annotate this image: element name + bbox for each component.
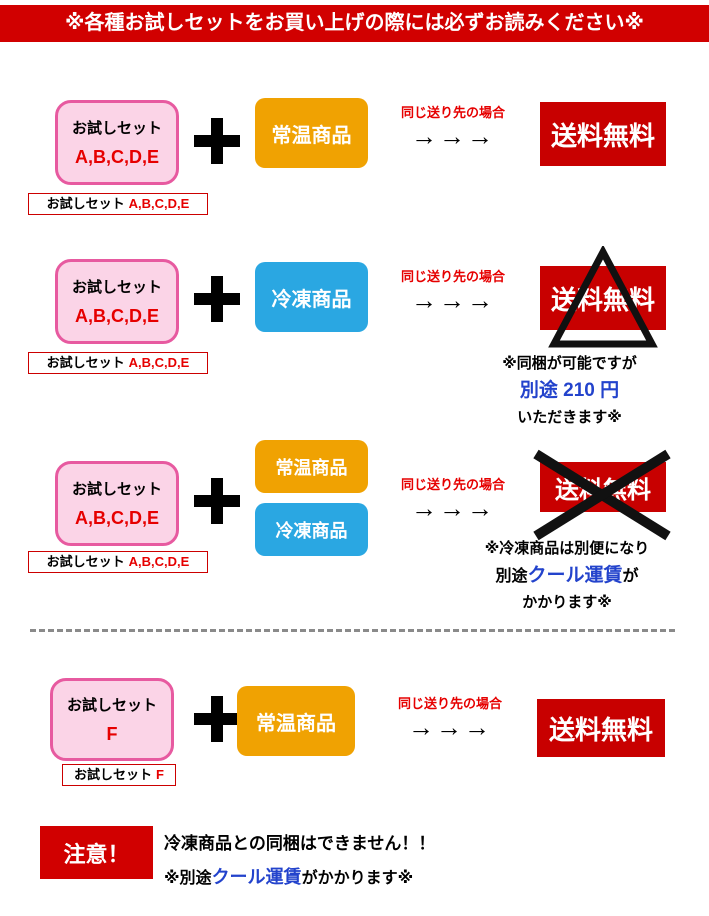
free-shipping-box: 送料無料: [540, 102, 666, 166]
same-destination-note: 同じ送り先の場合 →→→: [378, 102, 528, 149]
same-destination-note: 同じ送り先の場合 →→→: [375, 693, 525, 740]
same-destination-label: 同じ送り先の場合: [400, 269, 505, 284]
note-line: ※同梱が可能ですが: [502, 355, 637, 372]
normal-product-box: 常温商品: [255, 440, 368, 493]
cool-freight-label: クール運賃: [527, 564, 623, 586]
frozen-product-box: 冷凍商品: [255, 503, 368, 556]
trial-set-box-abcde: お試しセット A,B,C,D,E: [55, 259, 179, 344]
footer-note-line2: ※別途クール運賃がかかります※: [164, 867, 414, 887]
free-shipping-box: 送料無料: [540, 266, 666, 330]
plus-icon: [194, 478, 240, 524]
caption-label: お試しセット: [74, 767, 153, 782]
page-header: ※各種お試しセットをお買い上げの際には必ずお読みください※: [0, 5, 709, 42]
caption-code: A,B,C,D,E: [128, 355, 190, 370]
caption-label: お試しセット: [46, 355, 125, 370]
same-destination-label: 同じ送り先の場合: [397, 696, 502, 711]
dashed-divider: [30, 629, 675, 632]
plus-icon: [194, 696, 240, 742]
trial-set-name: お試しセット: [71, 279, 162, 296]
cross-out-icon: [533, 449, 671, 541]
cool-freight-label: クール運賃: [211, 867, 302, 887]
trial-set-box-abcde: お試しセット A,B,C,D,E: [55, 461, 179, 546]
trial-set-name: お試しセット: [71, 120, 162, 137]
free-shipping-box: 送料無料: [537, 699, 665, 757]
same-destination-label: 同じ送り先の場合: [400, 477, 505, 492]
normal-product-box: 常温商品: [237, 686, 355, 756]
trial-set-name: お試しセット: [66, 697, 157, 714]
cool-freight-note: ※冷凍商品は別便になり 別途クール運賃が かかります※: [447, 536, 687, 616]
trial-set-code: F: [106, 724, 118, 744]
caption-label: お試しセット: [46, 554, 125, 569]
warning-box: 注意！: [40, 826, 153, 879]
arrows-icon: →→→: [411, 121, 495, 151]
trial-set-name: お試しセット: [71, 481, 162, 498]
plus-icon: [194, 276, 240, 322]
frozen-surcharge-note: ※同梱が可能ですが 別途 210 円 いただきます※: [452, 351, 687, 431]
caption-code: A,B,C,D,E: [128, 196, 190, 211]
arrows-icon: →→→: [411, 493, 495, 523]
note-line: いただきます※: [517, 409, 622, 426]
trial-set-code: A,B,C,D,E: [74, 508, 159, 528]
trial-set-box-abcde: お試しセット A,B,C,D,E: [55, 100, 179, 185]
arrows-icon: →→→: [411, 285, 495, 315]
arrows-icon: →→→: [408, 712, 492, 742]
trial-set-box-f: お試しセット F: [50, 678, 174, 761]
caption-label: お試しセット: [46, 196, 125, 211]
frozen-product-box: 冷凍商品: [255, 262, 368, 332]
footer-note: 冷凍商品との同梱はできません！！ ※別途クール運賃がかかります※: [164, 829, 435, 889]
same-destination-note: 同じ送り先の場合 →→→: [378, 266, 528, 313]
note-line: かかります※: [522, 594, 612, 611]
note-surcharge-amount: 別途 210 円: [519, 379, 620, 401]
plus-icon: [194, 118, 240, 164]
caption-code: F: [156, 767, 164, 782]
footer-note-line1: 冷凍商品との同梱はできません！！: [164, 834, 436, 853]
caption-code: A,B,C,D,E: [128, 554, 190, 569]
normal-product-box: 常温商品: [255, 98, 368, 168]
same-destination-note: 同じ送り先の場合 →→→: [378, 474, 528, 521]
note-line: ※冷凍商品は別便になり: [484, 540, 650, 557]
same-destination-label: 同じ送り先の場合: [400, 105, 505, 120]
trial-set-code: A,B,C,D,E: [74, 306, 159, 326]
note-line-cool-freight: 別途クール運賃が: [495, 564, 639, 586]
trial-set-code: A,B,C,D,E: [74, 147, 159, 167]
warning-triangle-icon: [548, 246, 658, 348]
